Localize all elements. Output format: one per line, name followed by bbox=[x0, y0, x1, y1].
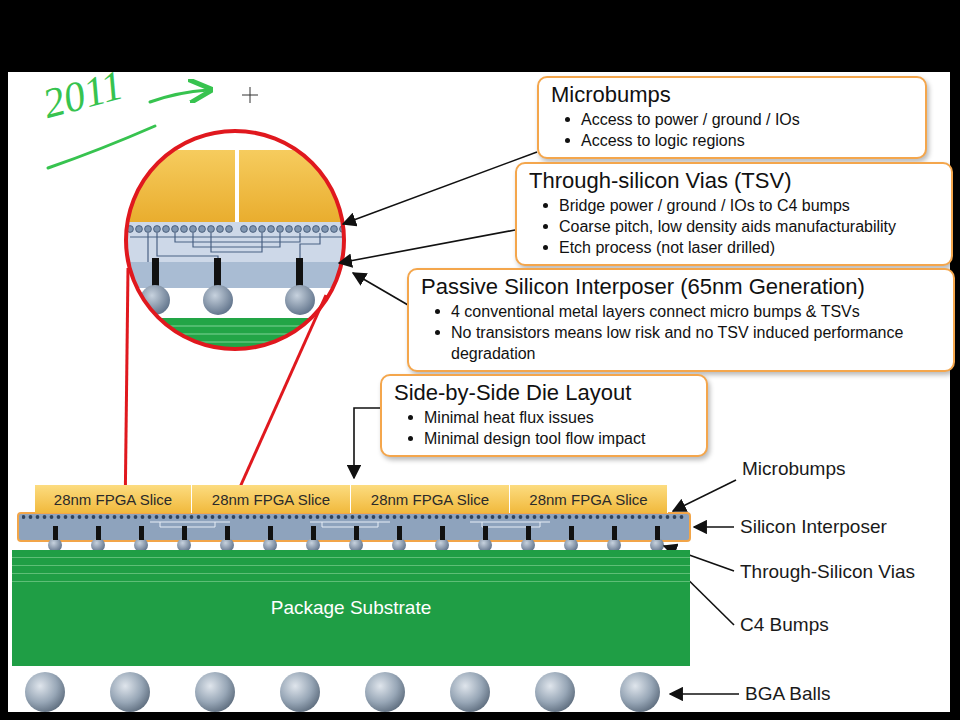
zoom-line bbox=[232, 295, 326, 505]
fpga-slice: 28nm FPGA Slice bbox=[510, 485, 668, 513]
bullet-dot bbox=[565, 117, 570, 122]
callout-heading: Passive Silicon Interposer (65nm Generat… bbox=[421, 273, 865, 301]
bullet-item: Coarse pitch, low density aids manufactu… bbox=[529, 216, 939, 237]
part-name: 28nm FPGA Slice bbox=[529, 491, 647, 508]
part-name: 28nm FPGA Slice bbox=[212, 491, 330, 508]
bullet-dot bbox=[543, 224, 548, 229]
part-name: 28nm FPGA Slice bbox=[371, 491, 489, 508]
bullet-dot bbox=[565, 138, 570, 143]
bga-balls bbox=[25, 672, 660, 712]
bullet-dot bbox=[543, 203, 548, 208]
bullet-text: Access to logic regions bbox=[581, 132, 745, 149]
bullet-text: No transistors means low risk and no TSV… bbox=[451, 324, 903, 362]
part-name: Package Substrate bbox=[271, 597, 432, 619]
bullet-dot bbox=[435, 330, 440, 335]
bullet-dot bbox=[408, 436, 413, 441]
callout-heading: Microbumps bbox=[551, 81, 671, 109]
handwritten-note: 2011 bbox=[38, 61, 129, 128]
callout-box: Through-silicon Vias (TSV) Bridge power /… bbox=[515, 162, 953, 266]
bullet-text: Access to power / ground / IOs bbox=[581, 111, 800, 128]
package-substrate: Package Substrate bbox=[12, 550, 690, 666]
callout-heading: Side-by-Side Die Layout bbox=[394, 379, 631, 407]
bullet-text: Etch process (not laser drilled) bbox=[559, 239, 775, 256]
leader-line bbox=[339, 230, 515, 263]
bullet-item: 4 conventional metal layers connect micr… bbox=[421, 301, 941, 322]
part-label: C4 Bumps bbox=[740, 614, 829, 636]
cursor bbox=[242, 87, 258, 103]
part-label: Silicon Interposer bbox=[740, 516, 887, 538]
bullet-item: Access to power / ground / IOs bbox=[551, 109, 913, 130]
fpga-slice: 28nm FPGA Slice bbox=[351, 485, 510, 513]
hand-arrow bbox=[150, 90, 208, 102]
fpga-slice: 28nm FPGA Slice bbox=[192, 485, 351, 513]
bullet-text: Bridge power / ground / IOs to C4 bumps bbox=[559, 197, 850, 214]
bullet-item: Etch process (not laser drilled) bbox=[529, 237, 939, 258]
callout-box: Side-by-Side Die LayoutMinimal heat flux… bbox=[380, 374, 708, 457]
part-label: Microbumps bbox=[742, 458, 845, 480]
bullet-text: Minimal heat flux issues bbox=[424, 409, 594, 426]
leader-line bbox=[343, 152, 537, 224]
bullet-item: Minimal heat flux issues bbox=[394, 407, 694, 428]
part-name: 28nm FPGA Slice bbox=[54, 491, 172, 508]
bullet-text: Coarse pitch, low density aids manufactu… bbox=[559, 218, 896, 235]
bullet-item: Minimal design tool flow impact bbox=[394, 428, 694, 449]
leader-line bbox=[354, 408, 382, 478]
callout-heading: Through-silicon Vias (TSV) bbox=[529, 167, 791, 195]
bullet-item: Access to logic regions bbox=[551, 130, 913, 151]
callout-box: MicrobumpsAccess to power / ground / IOs… bbox=[537, 76, 927, 159]
part-label: BGA Balls bbox=[745, 683, 831, 705]
pointer-line bbox=[673, 480, 736, 511]
fpga-slice: 28nm FPGA Slice bbox=[35, 485, 192, 513]
leader-line bbox=[353, 273, 408, 305]
hand-underline bbox=[48, 126, 155, 168]
bullet-dot bbox=[543, 245, 548, 250]
bullet-text: Minimal design tool flow impact bbox=[424, 430, 645, 447]
bullet-text: 4 conventional metal layers connect micr… bbox=[451, 303, 860, 320]
magnified-detail bbox=[120, 125, 360, 368]
bullet-dot bbox=[408, 415, 413, 420]
bullet-dot bbox=[435, 309, 440, 314]
part-label: Through-Silicon Vias bbox=[740, 561, 915, 583]
bullet-item: Bridge power / ground / IOs to C4 bumps bbox=[529, 195, 939, 216]
callout-box: Passive Silicon Interposer (65nm Generat… bbox=[407, 268, 955, 372]
pointer-line bbox=[670, 693, 739, 695]
zoom-line bbox=[125, 268, 128, 520]
microbump-row bbox=[22, 514, 686, 520]
zoom-circle bbox=[126, 131, 344, 349]
bullet-item: No transistors means low risk and no TSV… bbox=[421, 322, 941, 364]
pointer-line bbox=[694, 526, 734, 528]
